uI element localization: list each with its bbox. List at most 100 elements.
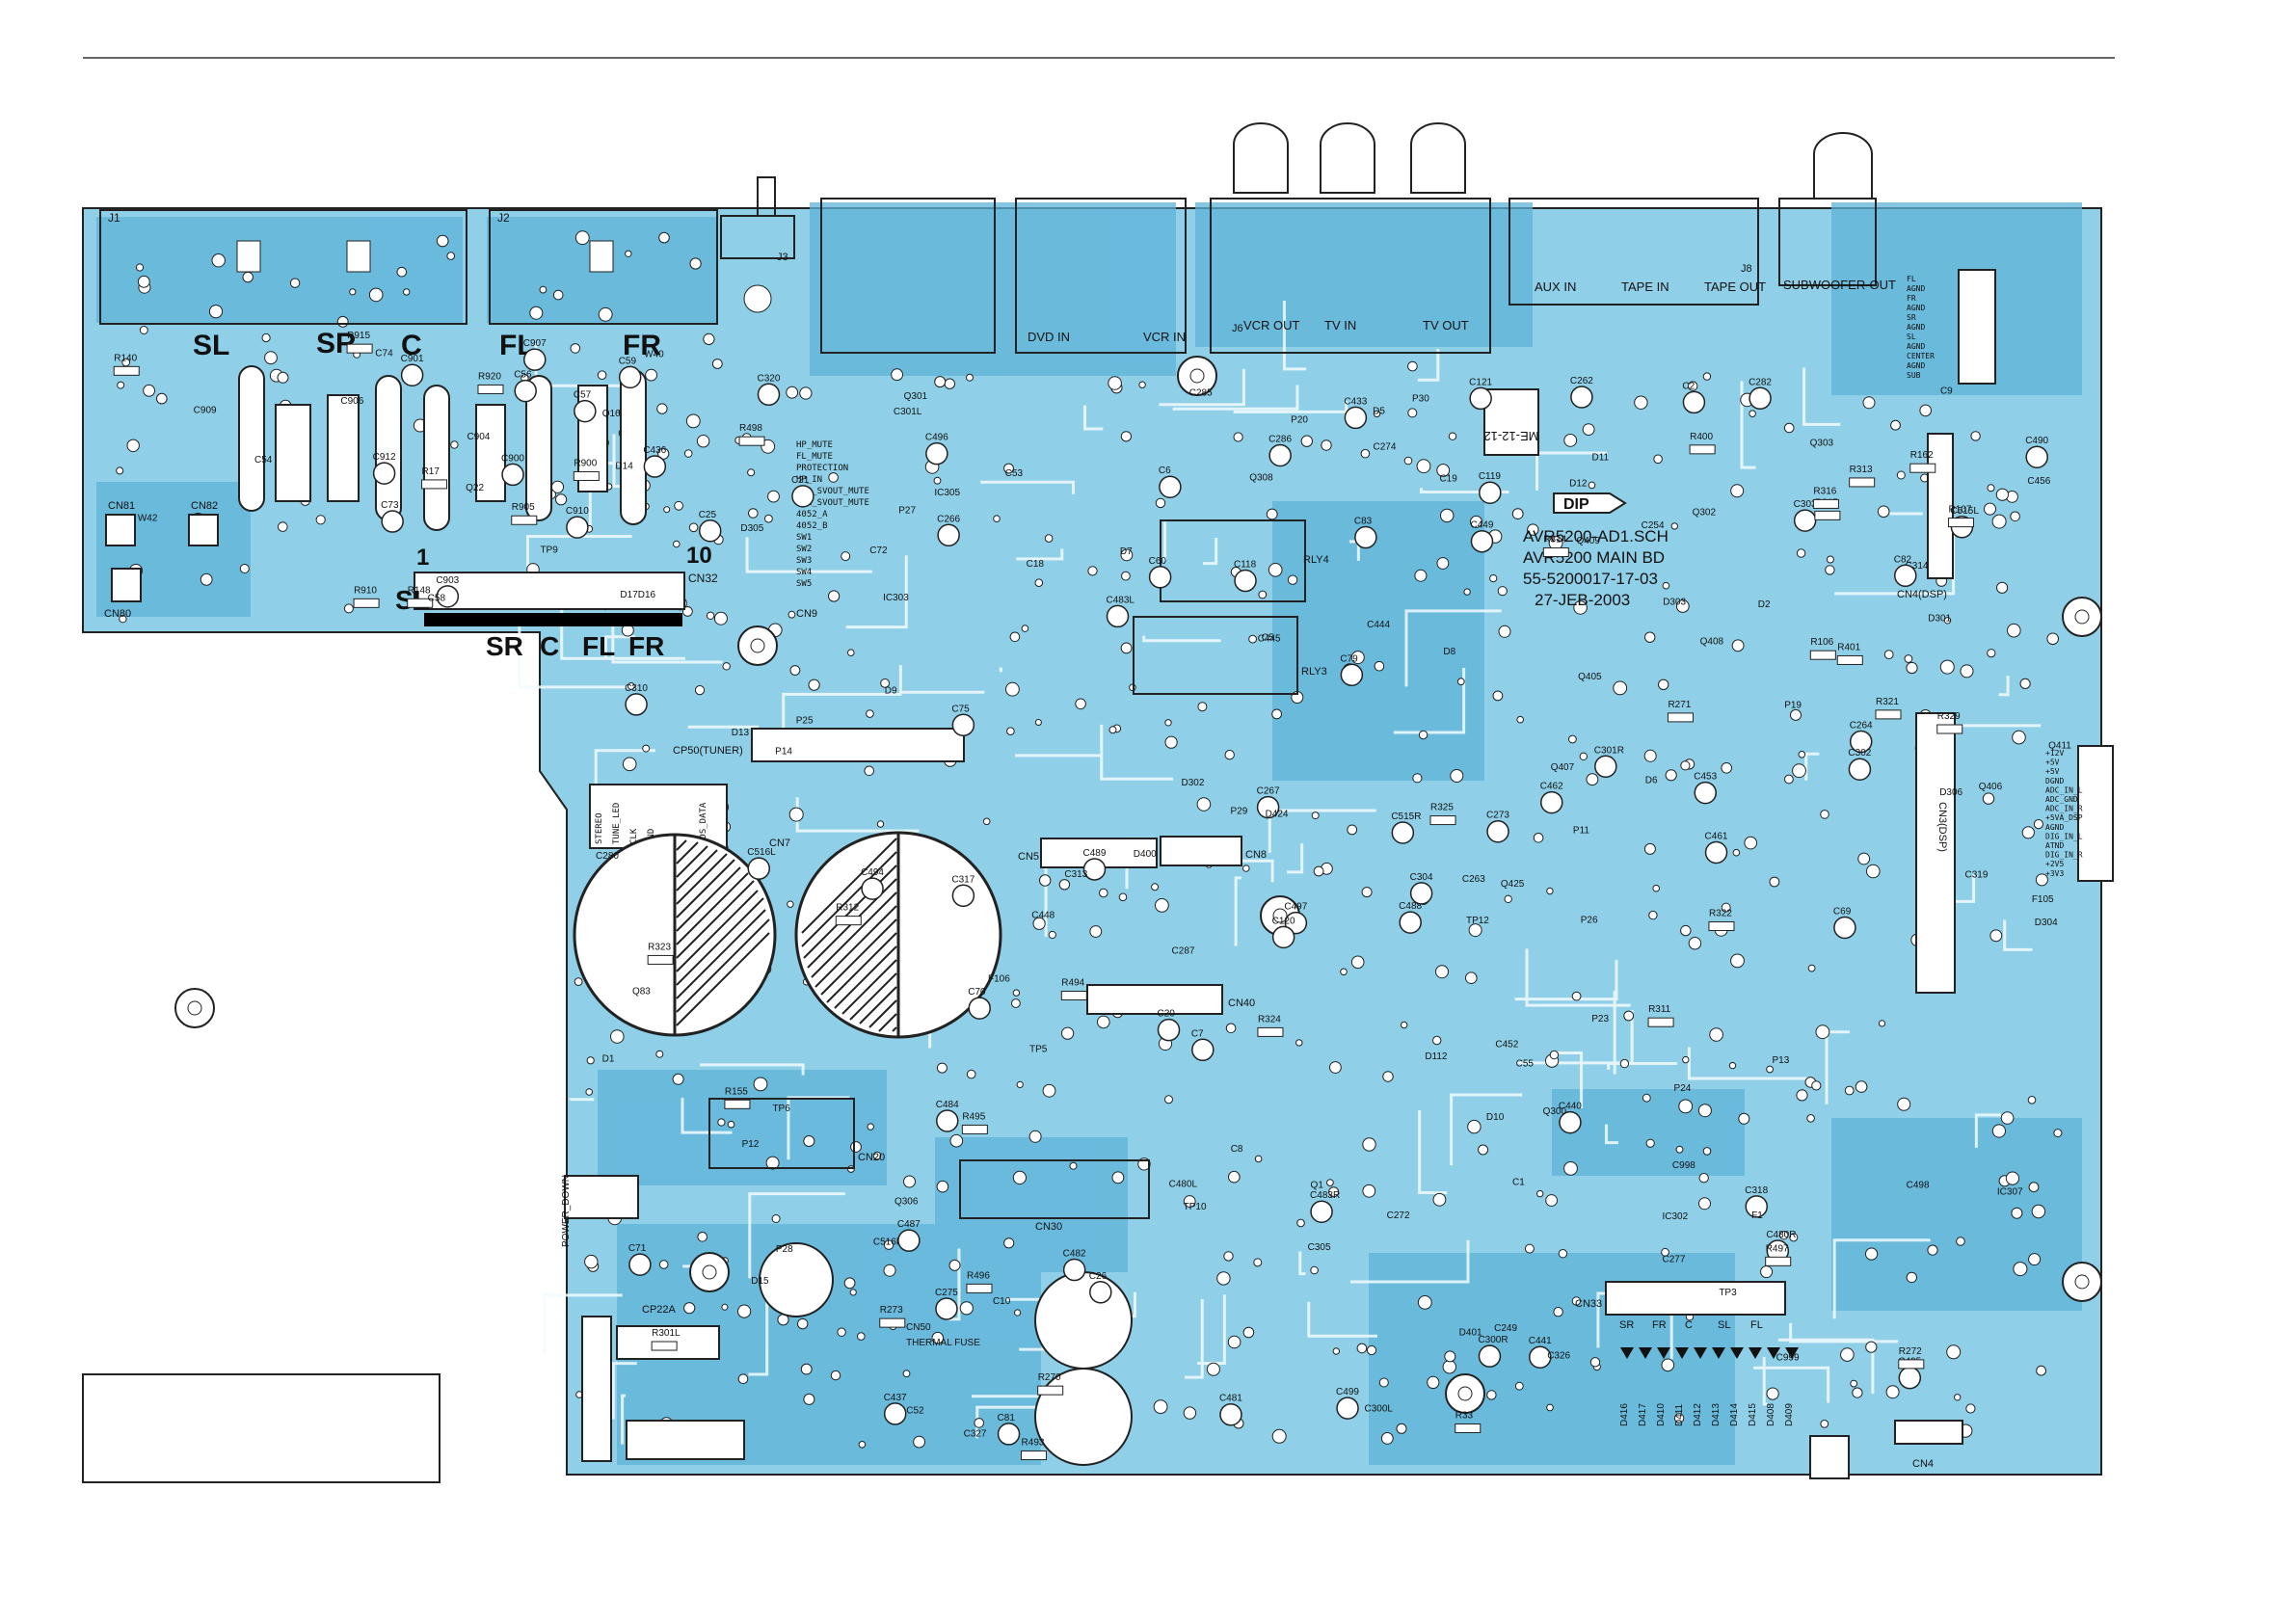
component-label: C484	[936, 1100, 959, 1110]
connector-cn3-dsp	[1915, 712, 1956, 994]
channel-label-sr: SR	[316, 328, 357, 359]
hatch-line	[676, 872, 749, 945]
j1-label: J1	[108, 211, 120, 225]
via	[2053, 1129, 2063, 1138]
channel-label-sl: SL	[193, 330, 229, 361]
via	[2013, 1262, 2028, 1277]
component-label: C272	[1387, 1211, 1410, 1221]
connector-cn4-dsp	[1927, 433, 1954, 579]
component-label: D12	[1569, 478, 1588, 489]
via	[1224, 750, 1235, 760]
hatch-line	[676, 909, 766, 999]
via	[843, 1277, 856, 1290]
component-label: P23	[1591, 1014, 1609, 1024]
component-label: R272	[1899, 1346, 1922, 1357]
cn3-signal: ADC_GND	[2045, 795, 2078, 804]
via	[1946, 1344, 1962, 1360]
via	[933, 476, 942, 485]
via	[277, 371, 289, 384]
bottom-label-c: C	[540, 631, 559, 661]
component-label: R162	[1910, 450, 1934, 461]
via	[135, 263, 145, 272]
via	[1643, 842, 1656, 855]
resistor-symbol	[1667, 712, 1694, 723]
trace	[1185, 1298, 1204, 1379]
component-label: R17	[422, 466, 441, 477]
via	[1796, 548, 1806, 558]
component-label: C53	[1005, 468, 1024, 479]
hatch-line	[676, 859, 735, 918]
me-label: ME-12-12	[1483, 429, 1538, 443]
via	[1097, 1015, 1110, 1029]
j1-slot	[236, 240, 261, 273]
via	[1300, 435, 1314, 447]
via	[1857, 852, 1871, 865]
via	[1844, 1085, 1855, 1096]
via	[697, 1232, 708, 1242]
via	[847, 649, 855, 657]
mounting-hole-center	[2074, 1274, 2090, 1290]
capacitor-symbol	[1256, 795, 1280, 819]
component-label: D306	[1939, 787, 1962, 798]
via	[974, 1418, 985, 1428]
via	[1504, 894, 1512, 903]
component-label: C75	[951, 704, 970, 714]
via	[786, 386, 799, 399]
via	[672, 1073, 684, 1085]
capacitor-symbol	[698, 519, 722, 543]
via	[1151, 883, 1160, 891]
component-label: C327	[964, 1428, 987, 1439]
via	[1003, 1237, 1015, 1249]
cn4-signal: AGND	[1907, 342, 1925, 351]
via	[685, 413, 701, 429]
via	[2027, 1096, 2037, 1104]
component-label: Q308	[1249, 472, 1273, 483]
component-label: D401	[1459, 1327, 1482, 1338]
component-label: R905	[512, 502, 535, 513]
component-label: D8	[1443, 647, 1455, 657]
component-label: P25	[796, 716, 814, 727]
diode-symbol	[1639, 1347, 1652, 1359]
via	[1403, 456, 1413, 466]
cn9-signal: SW2	[796, 545, 812, 554]
via	[703, 333, 715, 345]
via	[765, 1156, 780, 1170]
hatch-line	[801, 851, 897, 947]
trace	[1202, 537, 1218, 566]
via	[1350, 955, 1365, 970]
cn3-signal: DGND	[2045, 777, 2064, 785]
via	[645, 368, 657, 382]
component-label: C433	[1344, 396, 1367, 407]
hatch-line	[676, 841, 699, 865]
via	[2019, 678, 2031, 690]
cn3-signal: +3V3	[2045, 869, 2064, 878]
cn81-label: CN81	[108, 500, 135, 512]
via	[1108, 726, 1117, 734]
component-label: R329	[1937, 711, 1961, 722]
component-label: Q1	[1311, 1180, 1324, 1190]
capacitor-symbol	[1749, 386, 1772, 411]
mounting-hole-center	[1457, 1386, 1473, 1401]
via	[1407, 360, 1418, 372]
via	[584, 1254, 599, 1269]
via	[849, 1289, 857, 1296]
trace	[1998, 676, 2010, 697]
component-label: C60	[1149, 556, 1167, 567]
component-label: R301L	[652, 1328, 681, 1339]
resistor-symbol	[353, 598, 380, 608]
capacitor-symbol	[1694, 781, 1718, 805]
dip-label: DIP	[1563, 496, 1589, 513]
power-down-label: POWER_DOWN	[561, 1175, 572, 1247]
diode-symbol	[1712, 1347, 1725, 1359]
via	[683, 449, 693, 458]
title-box	[82, 1373, 441, 1483]
via-field	[116, 230, 2063, 1449]
rly3-label: RLY3	[1301, 666, 1327, 678]
capacitor-symbol	[1340, 663, 1364, 687]
via	[1623, 1010, 1635, 1022]
via	[403, 288, 411, 296]
component-label: IC302	[1662, 1211, 1688, 1222]
trace	[594, 749, 655, 797]
component-label: C57	[574, 390, 592, 401]
via	[642, 744, 651, 753]
